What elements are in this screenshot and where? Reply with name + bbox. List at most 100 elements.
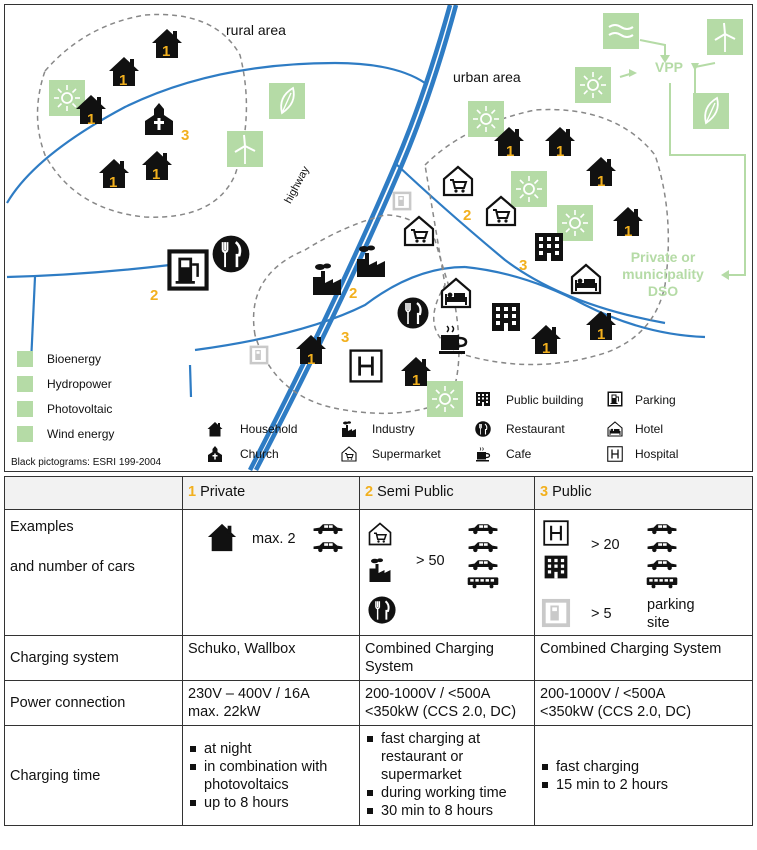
list-item: 15 min to 2 hours: [542, 776, 747, 794]
car-icon: [311, 540, 345, 553]
power-semi-public: 200-1000V / <500A<350kW (CCS 2.0, DC): [359, 680, 535, 726]
cafe-icon: [437, 323, 469, 355]
bus-icon: [645, 576, 679, 589]
category-number: 1: [87, 111, 96, 128]
industry-icon: [311, 263, 343, 295]
car-icon: [311, 522, 345, 535]
category-number: 1: [624, 223, 633, 240]
public-building-icon: [533, 231, 565, 263]
restaurant-icon: [368, 596, 396, 624]
category-number: 2: [150, 287, 159, 304]
power-line: max. 22kW: [188, 704, 261, 720]
church-icon: [143, 103, 175, 135]
time-public-list: fast charging 15 min to 2 hours: [540, 758, 747, 794]
legend-wind-energy: Wind energy: [47, 427, 115, 441]
church-legend-icon: [207, 446, 223, 462]
car-icon: [645, 522, 679, 535]
legend-bioenergy: Bioenergy: [47, 352, 102, 366]
energy-map: rural area urban area highway VPP Privat…: [4, 4, 753, 472]
power-public: 200-1000V / <500A <350kW (CCS 2.0, DC): [534, 680, 753, 726]
list-item: in combination with photovoltaics: [190, 758, 354, 794]
hotel-icon: [570, 263, 602, 295]
highway-road: [247, 5, 459, 471]
category-number: 1: [506, 143, 515, 160]
power-line: 200-1000V / <500A: [540, 686, 666, 702]
charging-public: Combined Charging System: [534, 635, 753, 681]
pictogram-source: Black pictograms: ESRI 199-2004: [11, 457, 162, 468]
charging-private: Schuko, Wallbox: [182, 635, 360, 681]
parking-icon: [166, 248, 210, 292]
cars-label: and number of cars: [10, 559, 135, 575]
power-line: 230V – 400V / 16A: [188, 686, 310, 702]
category-number: 1: [412, 372, 421, 389]
list-item: fast charging at restaurant or supermark…: [367, 730, 529, 784]
legend-supermarket: Supermarket: [372, 447, 441, 461]
time-private-list: at night in combination with photovoltai…: [188, 740, 354, 812]
public-car-count: > 20: [591, 537, 620, 553]
hospital-icon: [349, 349, 383, 383]
category-number: 2: [349, 285, 358, 302]
legend-industry: Industry: [372, 422, 415, 436]
header-number: 2: [365, 484, 374, 500]
header-label: Private: [200, 484, 246, 500]
industry-icon: [368, 558, 392, 582]
rural-area-label: rural area: [226, 22, 286, 38]
examples-label: Examples: [10, 519, 74, 535]
list-item: up to 8 hours: [190, 794, 354, 812]
bioenergy-icon: [693, 93, 729, 129]
private-max-cars: max. 2: [252, 531, 296, 547]
parking-legend-icon: [607, 391, 623, 407]
secondary-roads: [6, 61, 706, 398]
legend-public-building: Public building: [506, 393, 584, 407]
time-semi-public: fast charging at restaurant or supermark…: [359, 725, 535, 826]
vpp-label: VPP: [655, 59, 684, 75]
category-number: 1: [597, 173, 606, 190]
list-item: at night: [190, 740, 354, 758]
row-label-charging-time: Charging time: [4, 725, 183, 826]
household-legend-icon: [207, 421, 223, 437]
supermarket-legend-icon: [341, 446, 357, 462]
category-number: 3: [341, 329, 350, 346]
wind-energy-icon: [227, 131, 263, 167]
hydropower-legend-icon: [17, 376, 33, 392]
time-private: at night in combination with photovoltai…: [182, 725, 360, 826]
header-number: 1: [188, 484, 197, 500]
legend-restaurant: Restaurant: [506, 422, 565, 436]
power-line: <350kW (CCS 2.0, DC): [365, 704, 517, 720]
dso-label: Private or municipality DSO: [622, 249, 704, 299]
car-icon: [466, 540, 500, 553]
legend-photovoltaic: Photovoltaic: [47, 402, 113, 416]
map-background: [6, 5, 746, 471]
public-building-legend-icon: [475, 391, 491, 407]
category-number: 1: [556, 143, 565, 160]
supermarket-icon: [403, 215, 435, 247]
photovoltaic-legend-icon: [17, 401, 33, 417]
parking-site-label: parking site: [647, 597, 695, 631]
industry-legend-icon: [341, 421, 357, 437]
vpp-arrowheads: [629, 55, 729, 280]
legend-hotel: Hotel: [635, 422, 664, 436]
header-empty: [4, 476, 183, 510]
cafe-legend-icon: [475, 446, 491, 462]
examples-private: max. 2: [182, 509, 360, 636]
legend-cafe: Cafe: [506, 447, 532, 461]
hospital-legend-icon: [607, 446, 623, 462]
bioenergy-icon: [269, 83, 305, 119]
category-number: 3: [519, 257, 528, 274]
supermarket-icon: [442, 165, 474, 197]
parking-grey-icon: [249, 345, 269, 365]
category-number: 1: [542, 340, 551, 357]
bus-icon: [466, 576, 500, 589]
category-number: 1: [119, 72, 128, 89]
category-number: 1: [597, 326, 606, 343]
car-icon: [645, 558, 679, 571]
restaurant-legend-icon: [475, 421, 491, 437]
industry-icon: [355, 245, 387, 277]
header-label: Semi Public: [377, 484, 454, 500]
legend-household: Household: [240, 422, 298, 436]
power-line: <350kW (CCS 2.0, DC): [540, 704, 692, 720]
